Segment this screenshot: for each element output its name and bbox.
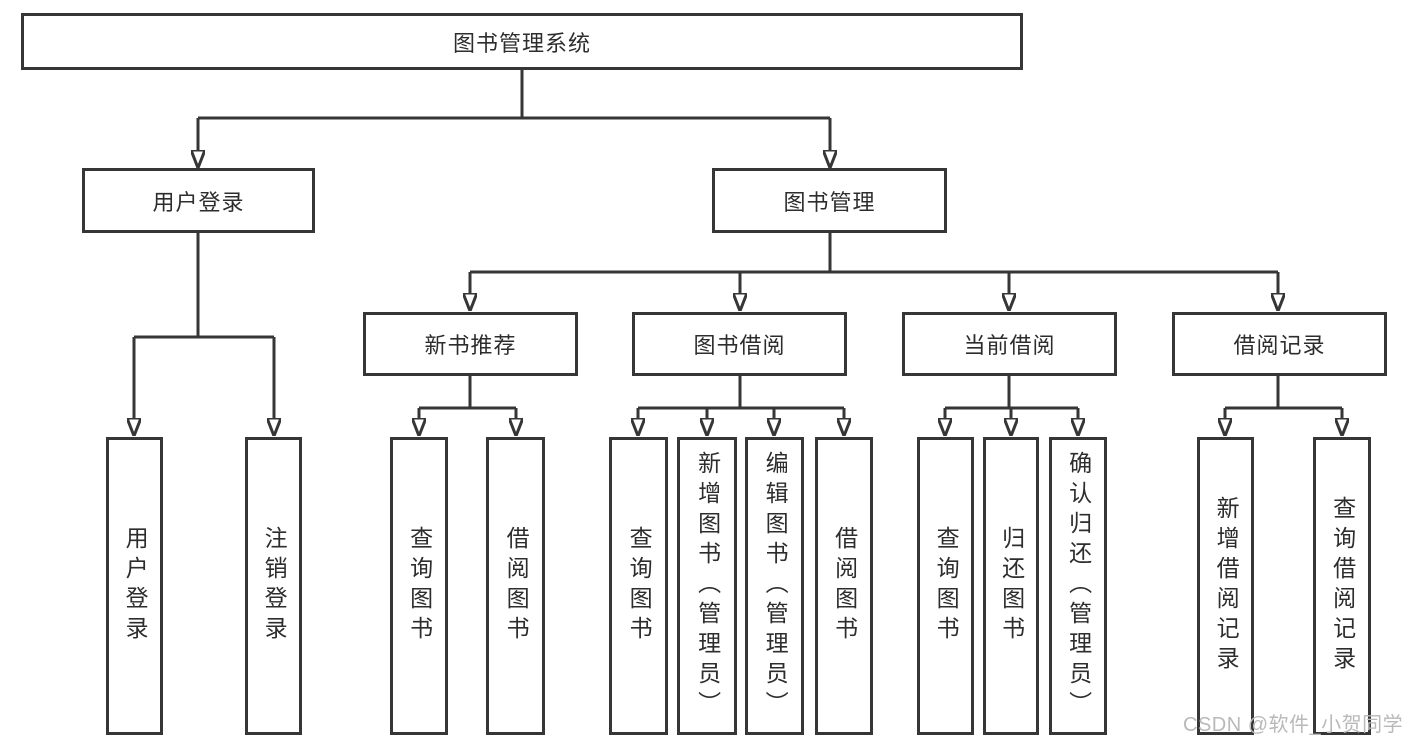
node-label: 用户登录 (152, 189, 245, 215)
leaf-query-borrow-record: 查询借阅记录 (1313, 437, 1371, 735)
leaf-label: 借阅图书 (503, 526, 530, 646)
leaf-label: 确认归还（管理员） (1065, 451, 1092, 721)
leaf-query-book-3: 查询图书 (917, 437, 974, 735)
node-current-borrow: 当前借阅 (902, 312, 1117, 376)
leaf-label: 编辑图书（管理员） (762, 451, 789, 721)
node-borrow-record: 借阅记录 (1172, 312, 1387, 376)
leaf-label: 新增图书（管理员） (694, 451, 721, 721)
leaf-label: 查询借阅记录 (1329, 496, 1356, 676)
node-label: 当前借阅 (963, 333, 1056, 358)
leaf-borrow-book-1: 借阅图书 (486, 437, 545, 735)
leaf-return-book: 归还图书 (983, 437, 1039, 735)
leaf-label: 注销登录 (261, 526, 288, 646)
leaf-label: 新增借阅记录 (1213, 496, 1240, 676)
node-new-book-recommend: 新书推荐 (363, 312, 578, 376)
leaf-edit-book-admin: 编辑图书（管理员） (745, 437, 804, 735)
leaf-add-borrow-record: 新增借阅记录 (1197, 437, 1254, 735)
leaf-label: 借阅图书 (831, 526, 858, 646)
leaf-label: 查询图书 (406, 526, 433, 646)
node-label: 图书借阅 (693, 333, 786, 358)
node-label: 借阅记录 (1233, 333, 1326, 358)
leaf-query-book-1: 查询图书 (390, 437, 448, 735)
leaf-logout: 注销登录 (245, 437, 302, 735)
node-book-borrow: 图书借阅 (632, 312, 847, 376)
node-library-management-system: 图书管理系统 (21, 13, 1023, 70)
leaf-label: 归还图书 (998, 526, 1025, 646)
node-label: 新书推荐 (424, 333, 517, 358)
node-book-management: 图书管理 (712, 168, 947, 233)
leaf-user-login: 用户登录 (106, 437, 163, 735)
node-label: 图书管理系统 (452, 30, 591, 56)
leaf-borrow-book-2: 借阅图书 (815, 437, 873, 735)
leaf-label: 查询图书 (626, 526, 653, 646)
leaf-confirm-return-admin: 确认归还（管理员） (1049, 437, 1107, 735)
leaf-query-book-2: 查询图书 (609, 437, 668, 735)
node-label: 图书管理 (783, 189, 876, 215)
leaf-add-book-admin: 新增图书（管理员） (677, 437, 737, 735)
leaf-label: 用户登录 (122, 526, 149, 646)
csdn-watermark: CSDN @软件_小贺同学 (1183, 714, 1404, 736)
node-user-login: 用户登录 (82, 168, 315, 233)
leaf-label: 查询图书 (933, 526, 960, 646)
